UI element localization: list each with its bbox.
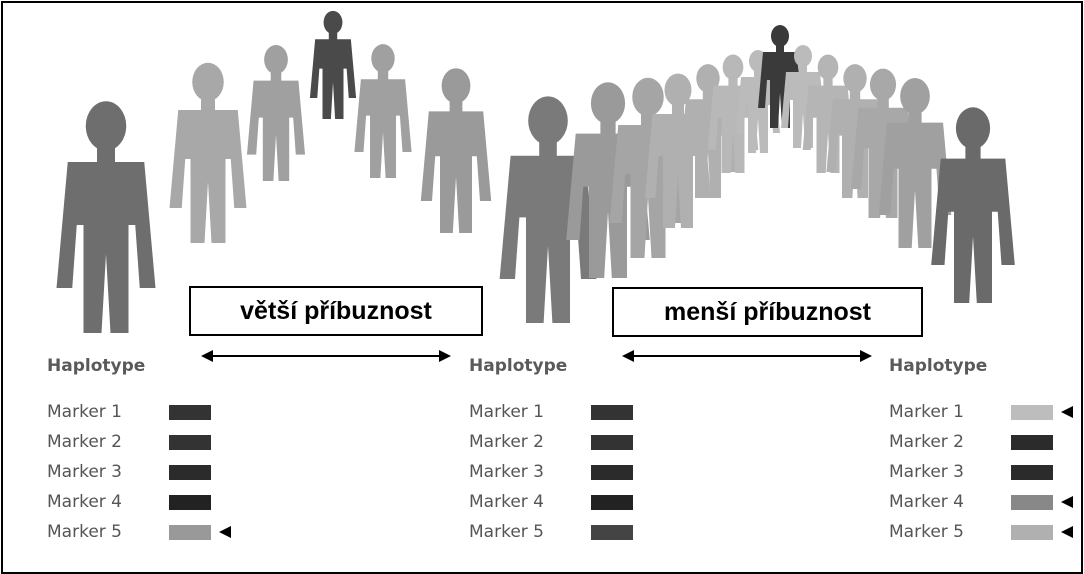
marker-name: Marker 5 [47,522,122,542]
marker-row: Marker 5 [889,521,1073,543]
marker-name: Marker 1 [47,402,122,422]
marker-name: Marker 3 [889,462,964,482]
marker-row: Marker 1 [47,401,231,423]
marker-swatch [169,464,211,480]
marker-row: Marker 2 [889,431,1073,453]
marker-name: Marker 5 [889,522,964,542]
marker-swatch [591,434,633,450]
person-figure [56,101,156,333]
person-figure [499,96,597,323]
marker-swatch [591,464,633,480]
marker-swatch [1011,404,1053,420]
person-figure [354,44,412,178]
marker-name: Marker 1 [889,402,964,422]
marker-swatch [1011,434,1053,450]
haplotype-title: Haplotype [469,356,568,376]
marker-name: Marker 4 [889,492,964,512]
closer-relationship-label: větší příbuznost [189,286,483,336]
person-figure [169,62,247,243]
marker-swatch [169,494,211,510]
difference-pointer-icon [1061,496,1073,508]
marker-name: Marker 2 [469,432,544,452]
person-figure [420,68,492,233]
marker-name: Marker 4 [469,492,544,512]
marker-row: Marker 5 [469,521,653,543]
haplotype-title: Haplotype [47,356,146,376]
marker-swatch [591,494,633,510]
marker-name: Marker 3 [469,462,544,482]
marker-swatch [1011,494,1053,510]
marker-row: Marker 3 [47,461,231,483]
marker-swatch [169,404,211,420]
marker-name: Marker 2 [47,432,122,452]
marker-swatch [591,524,633,540]
marker-row: Marker 2 [47,431,231,453]
marker-row: Marker 4 [47,491,231,513]
marker-row: Marker 4 [469,491,653,513]
marker-row: Marker 1 [889,401,1073,423]
difference-pointer-icon [1061,526,1073,538]
marker-name: Marker 3 [47,462,122,482]
marker-swatch [1011,464,1053,480]
marker-row: Marker 3 [469,461,653,483]
marker-row: Marker 3 [889,461,1073,483]
marker-row: Marker 2 [469,431,653,453]
person-figure [309,10,357,119]
marker-name: Marker 5 [469,522,544,542]
further-relationship-label: menší příbuznost [612,287,923,337]
marker-swatch [169,434,211,450]
haplotype-title: Haplotype [889,356,988,376]
closer-double-arrow [201,350,451,362]
difference-pointer-icon [1061,406,1073,418]
further-double-arrow [622,350,872,362]
marker-row: Marker 5 [47,521,231,543]
marker-name: Marker 1 [469,402,544,422]
marker-swatch [591,404,633,420]
marker-name: Marker 2 [889,432,964,452]
marker-swatch [1011,524,1053,540]
person-figure [246,45,306,181]
marker-row: Marker 4 [889,491,1073,513]
marker-name: Marker 4 [47,492,122,512]
marker-swatch [169,524,211,540]
difference-pointer-icon [219,526,231,538]
marker-row: Marker 1 [469,401,653,423]
